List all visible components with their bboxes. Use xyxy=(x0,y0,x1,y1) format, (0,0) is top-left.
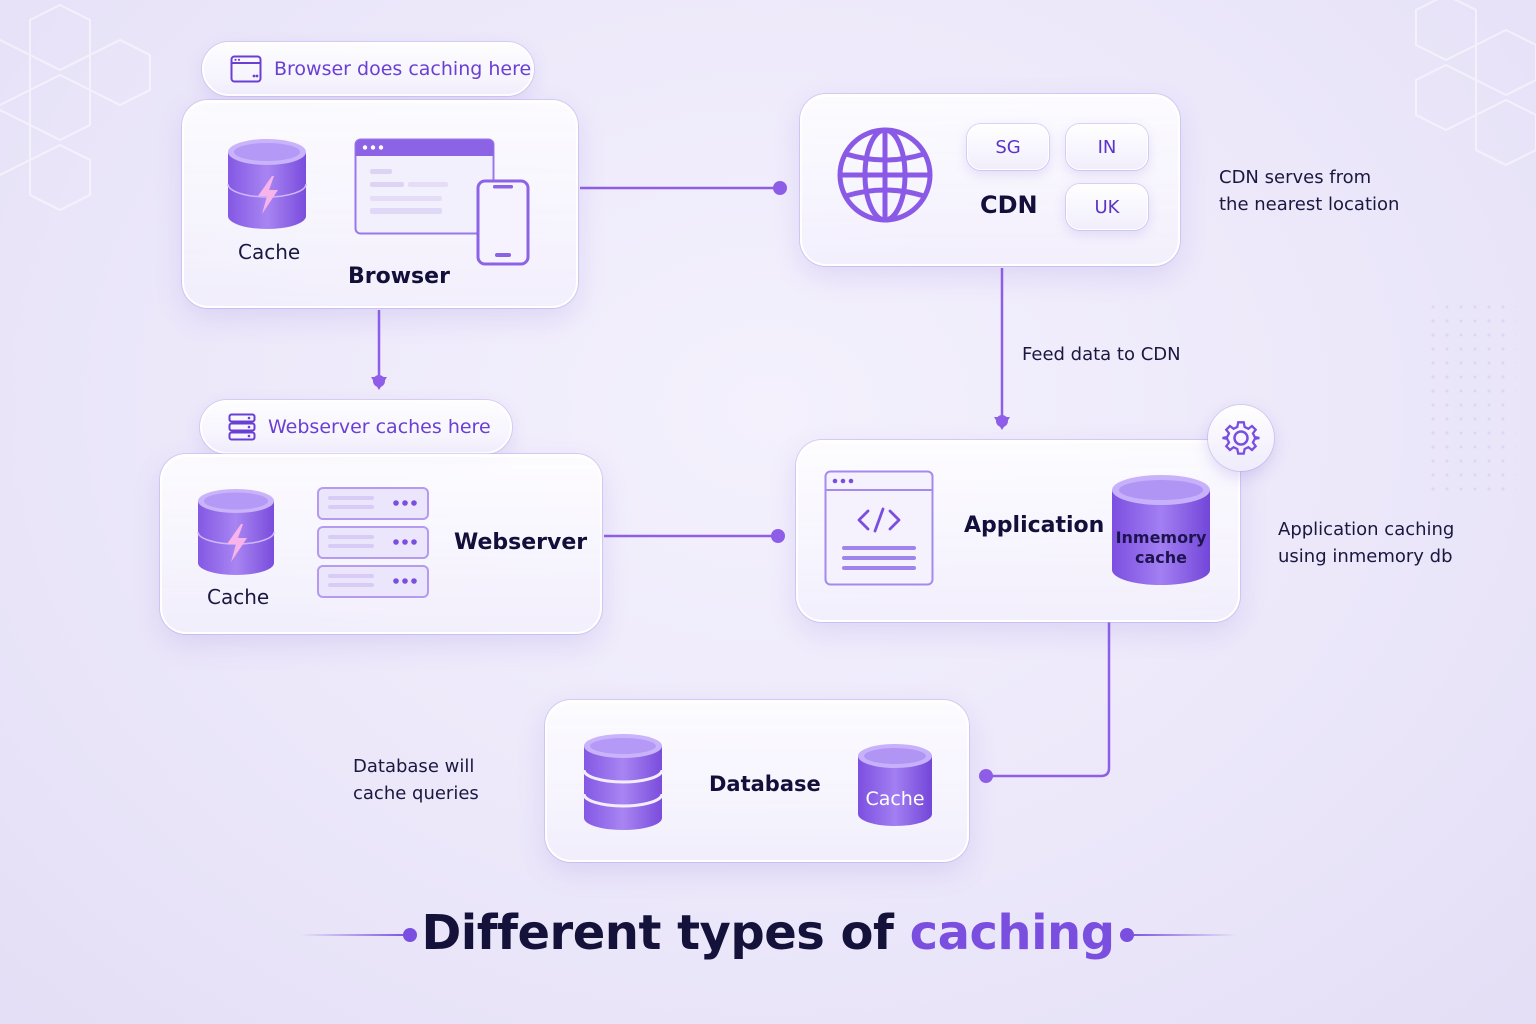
region-uk: UK xyxy=(1066,184,1148,230)
database-icon xyxy=(858,744,932,826)
webserver-cache-label: Cache xyxy=(207,585,270,609)
application-note: Application caching using inmemory db xyxy=(1278,516,1454,570)
title-decoration-dot xyxy=(403,928,417,942)
hexagon-pattern-right xyxy=(1415,0,1536,167)
inmemory-cache-label: Inmemory cache xyxy=(1110,528,1212,568)
cdn-note-line: the nearest location xyxy=(1219,194,1400,215)
dot-grid-decoration xyxy=(1426,300,1516,500)
webserver-tag-text: Webserver caches here xyxy=(268,416,491,438)
browser-tag: Browser does caching here xyxy=(202,42,534,96)
database-icon xyxy=(227,139,307,229)
cdn-title: CDN xyxy=(980,191,1038,219)
code-window-icon xyxy=(824,470,934,586)
application-to-database-line xyxy=(986,622,1111,778)
application-note-line: using inmemory db xyxy=(1278,546,1453,567)
server-stack-icon xyxy=(228,413,256,441)
inmemory-cache-line: Inmemory xyxy=(1115,528,1207,547)
database-cache-label: Cache xyxy=(865,788,925,810)
title-decoration-left xyxy=(300,934,410,936)
browser-tag-text: Browser does caching here xyxy=(274,58,532,80)
feed-data-label: Feed data to CDN xyxy=(1022,344,1181,365)
cdn-note-line: CDN serves from xyxy=(1219,167,1372,188)
browser-cache-label: Cache xyxy=(238,240,301,264)
cdn-note: CDN serves from the nearest location xyxy=(1219,164,1399,218)
connector-dot xyxy=(773,181,787,195)
browser-window-illustration xyxy=(354,138,530,266)
globe-icon xyxy=(837,127,933,223)
database-title: Database xyxy=(709,772,821,796)
application-title: Application xyxy=(964,513,1105,538)
database-icon xyxy=(197,489,275,575)
webserver-title: Webserver xyxy=(454,530,588,555)
gear-icon xyxy=(1222,421,1260,455)
application-note-line: Application caching xyxy=(1278,519,1455,540)
database-icon xyxy=(1112,475,1210,585)
server-rack-illustration xyxy=(317,487,429,598)
database-note: Database will cache queries xyxy=(353,753,479,807)
webserver-tag: Webserver caches here xyxy=(200,400,512,454)
page-title-accent: caching xyxy=(909,905,1115,961)
browser-title: Browser xyxy=(348,264,450,289)
connector-dot xyxy=(771,529,785,543)
browser-window-icon xyxy=(230,55,262,83)
page-title: Different types of caching xyxy=(0,905,1536,961)
region-sg: SG xyxy=(967,124,1049,170)
page-title-main: Different types of xyxy=(421,905,910,961)
database-note-line: cache queries xyxy=(353,783,479,804)
database-icon xyxy=(582,734,664,830)
title-decoration-right xyxy=(1127,934,1237,936)
connector-dot xyxy=(979,769,993,783)
database-note-line: Database will xyxy=(353,756,475,777)
inmemory-cache-line: cache xyxy=(1134,548,1187,567)
hexagon-pattern-left xyxy=(0,3,151,212)
settings-button[interactable] xyxy=(1208,405,1274,471)
region-in: IN xyxy=(1066,124,1148,170)
